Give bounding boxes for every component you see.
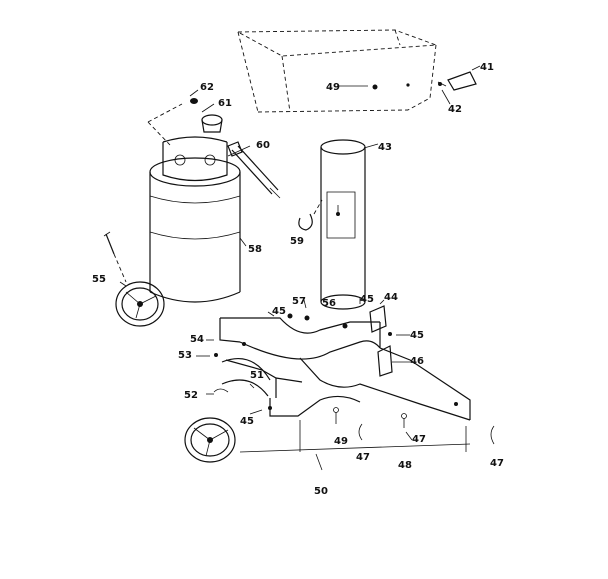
leader-lines	[119, 65, 481, 415]
callout-45-bottom: 45	[240, 416, 254, 427]
callout-60: 60	[256, 140, 270, 151]
hopper-tray	[236, 29, 437, 113]
callout-42: 42	[448, 104, 462, 115]
callout-57: 57	[292, 296, 306, 307]
callout-56: 56	[322, 298, 336, 309]
callout-45-left: 45	[272, 306, 286, 317]
callout-51: 51	[250, 370, 264, 381]
propane-tank-part-58	[147, 98, 241, 303]
wheel-part-55	[103, 231, 165, 327]
hose-part-60	[227, 141, 281, 199]
callout-49-top: 49	[326, 82, 340, 93]
callout-47-mid: 47	[412, 434, 426, 445]
callout-59: 59	[290, 236, 304, 247]
hook-part-59	[298, 199, 323, 231]
callout-53: 53	[178, 350, 192, 361]
callout-52: 52	[184, 390, 198, 401]
callout-47-right: 47	[490, 458, 504, 469]
callout-44: 44	[384, 292, 398, 303]
callout-48: 48	[398, 460, 412, 471]
callout-41: 41	[480, 62, 494, 73]
callout-labels: 41 42 43 44 45 45 45 45 46 47 47 47 48 4…	[92, 62, 504, 497]
callout-46: 46	[410, 356, 424, 367]
callout-54: 54	[190, 334, 204, 345]
callout-50: 50	[314, 486, 328, 497]
callout-45-right: 45	[410, 330, 424, 341]
callout-62: 62	[200, 82, 214, 93]
callout-45-top: 45	[360, 294, 374, 305]
callout-55: 55	[92, 274, 106, 285]
bracket-part-41	[437, 71, 477, 91]
callout-43: 43	[378, 142, 392, 153]
wheel-front	[184, 417, 236, 463]
callout-47-left: 47	[356, 452, 370, 463]
callout-49-bottom: 49	[334, 436, 348, 447]
base-frame	[213, 305, 495, 471]
callout-58: 58	[248, 244, 262, 255]
callout-61: 61	[218, 98, 232, 109]
cylinder-tank-part-43	[320, 139, 366, 310]
